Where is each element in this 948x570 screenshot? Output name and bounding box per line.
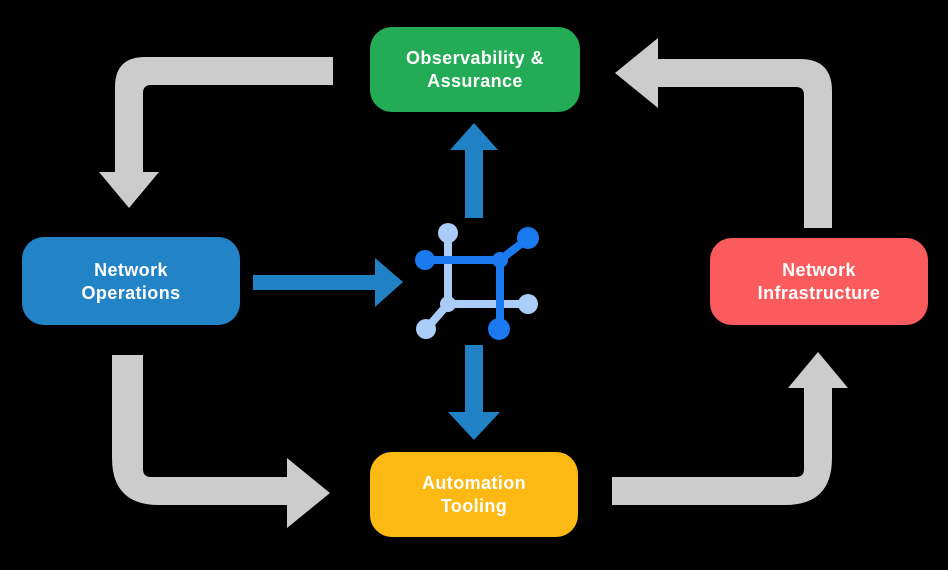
icon-light-node-right	[518, 294, 538, 314]
node-automation-label-line2: Tooling	[441, 496, 507, 516]
arrow-automation-to-infrastructure	[612, 352, 848, 505]
node-operations-label-line2: Operations	[81, 283, 180, 303]
icon-dark-node-top-right	[517, 227, 539, 249]
node-network-operations: Network Operations	[22, 237, 240, 325]
icon-light-node-top	[438, 223, 458, 243]
node-infrastructure-label-line1: Network	[782, 260, 856, 280]
node-observability-label-line1: Observability &	[406, 48, 544, 68]
node-automation-label-line1: Automation	[422, 473, 526, 493]
node-infrastructure-box	[710, 238, 928, 325]
arrow-icon-to-observability	[450, 123, 498, 218]
arrow-operations-to-automation	[112, 355, 330, 528]
node-observability-box	[370, 27, 580, 112]
node-observability-assurance: Observability & Assurance	[370, 27, 580, 112]
icon-dark-junction	[492, 252, 508, 268]
node-observability-label-line2: Assurance	[427, 71, 523, 91]
arrow-operations-to-icon	[253, 258, 403, 307]
node-automation-tooling: Automation Tooling	[370, 452, 578, 537]
arrow-observability-to-operations	[99, 57, 333, 208]
icon-dark-node-bottom	[488, 318, 510, 340]
arrow-infrastructure-to-observability	[615, 38, 832, 228]
node-operations-label-line1: Network	[94, 260, 168, 280]
icon-light-node-bottom-left	[416, 319, 436, 339]
node-infrastructure-label-line2: Infrastructure	[758, 283, 881, 303]
icon-light-junction	[440, 296, 456, 312]
node-operations-box	[22, 237, 240, 325]
arrow-icon-to-automation	[448, 345, 500, 440]
node-automation-box	[370, 452, 578, 537]
network-automation-icon	[415, 223, 539, 340]
icon-dark-node-left	[415, 250, 435, 270]
node-network-infrastructure: Network Infrastructure	[710, 238, 928, 325]
